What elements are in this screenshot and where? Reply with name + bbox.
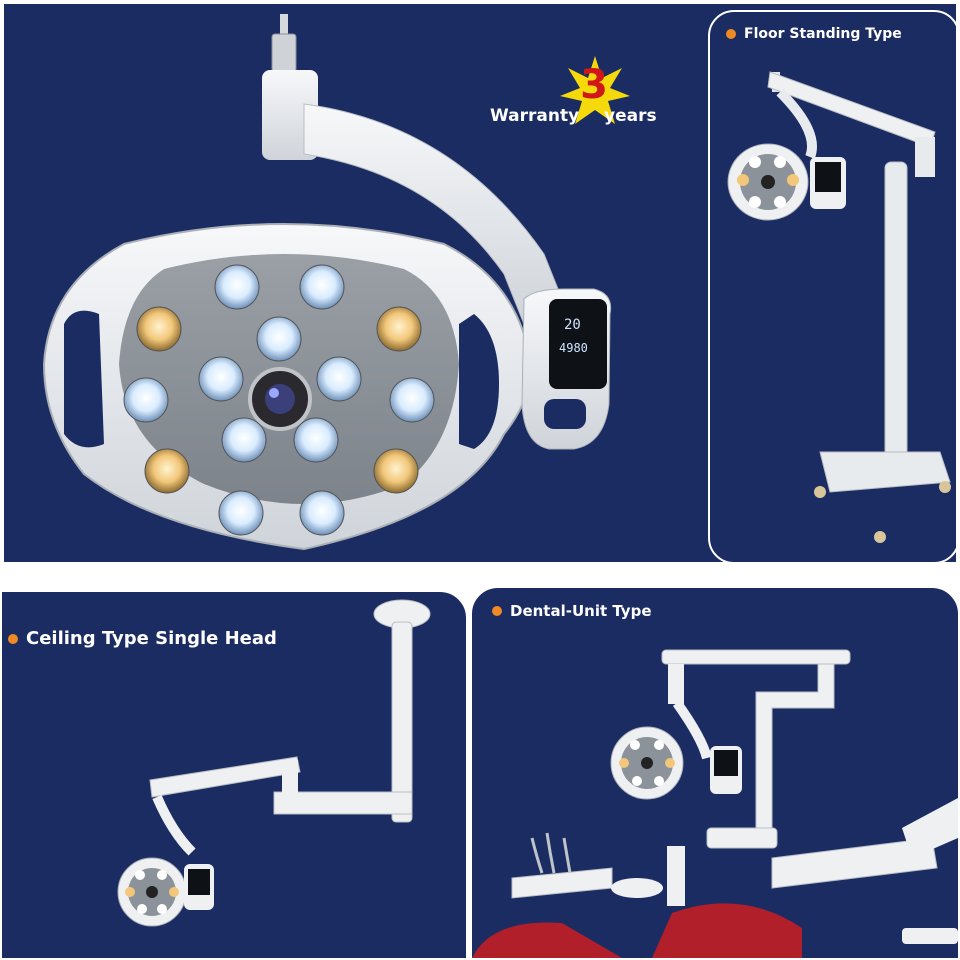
main-dental-lamp: 20 4980	[42, 14, 612, 551]
dental-unit-title-text: Dental-Unit Type	[510, 602, 652, 620]
left-handle	[64, 310, 104, 448]
led-warm	[144, 448, 190, 494]
led-warm	[373, 448, 419, 494]
led-cool	[221, 417, 267, 463]
control-panel-screen	[549, 299, 607, 389]
warranty-unit: years	[604, 106, 657, 126]
led-cool	[299, 264, 345, 310]
led-cool	[293, 417, 339, 463]
warranty-word: Warranty	[490, 106, 580, 126]
connector-cap	[271, 33, 297, 73]
floor-standing-panel: Floor Standing Type	[708, 10, 956, 562]
floor-standing-title: Floor Standing Type	[726, 26, 902, 42]
main-product-panel: 20 4980 3 Warranty years Floor Standing …	[4, 4, 956, 562]
ceiling-lamp-image	[117, 599, 431, 927]
led-cool	[389, 377, 435, 423]
warranty-badge: 3 Warranty years	[490, 56, 680, 138]
dental-unit-image	[472, 649, 958, 958]
display-line-2: 4980	[559, 341, 588, 355]
led-cool	[214, 264, 260, 310]
bullet-dot-icon	[492, 606, 502, 616]
bullet-dot-icon	[8, 633, 18, 644]
led-cool	[299, 490, 345, 536]
bullet-dot-icon	[726, 29, 736, 39]
right-handle	[459, 314, 499, 449]
led-warm	[376, 306, 422, 352]
dental-unit-title: Dental-Unit Type	[492, 602, 652, 620]
display-line-1: 20	[564, 317, 581, 333]
ceiling-title: Ceiling Type Single Head	[8, 628, 277, 649]
led-cool	[218, 490, 264, 536]
control-handle-grip	[544, 399, 586, 429]
connector-pin	[280, 14, 288, 36]
led-cool	[198, 356, 244, 402]
floor-standing-title-text: Floor Standing Type	[744, 26, 902, 42]
dental-unit-panel: Dental-Unit Type	[470, 586, 960, 960]
floor-standing-lamp-image	[727, 71, 951, 543]
ceiling-title-text: Ceiling Type Single Head	[26, 628, 277, 649]
led-warm	[136, 306, 182, 352]
led-array	[123, 264, 435, 536]
led-cool	[256, 316, 302, 362]
warranty-number: 3	[580, 62, 608, 108]
led-cool	[316, 356, 362, 402]
star-burst-icon	[560, 56, 630, 124]
ceiling-type-panel: Ceiling Type Single Head	[0, 590, 468, 960]
led-cool	[123, 377, 169, 423]
